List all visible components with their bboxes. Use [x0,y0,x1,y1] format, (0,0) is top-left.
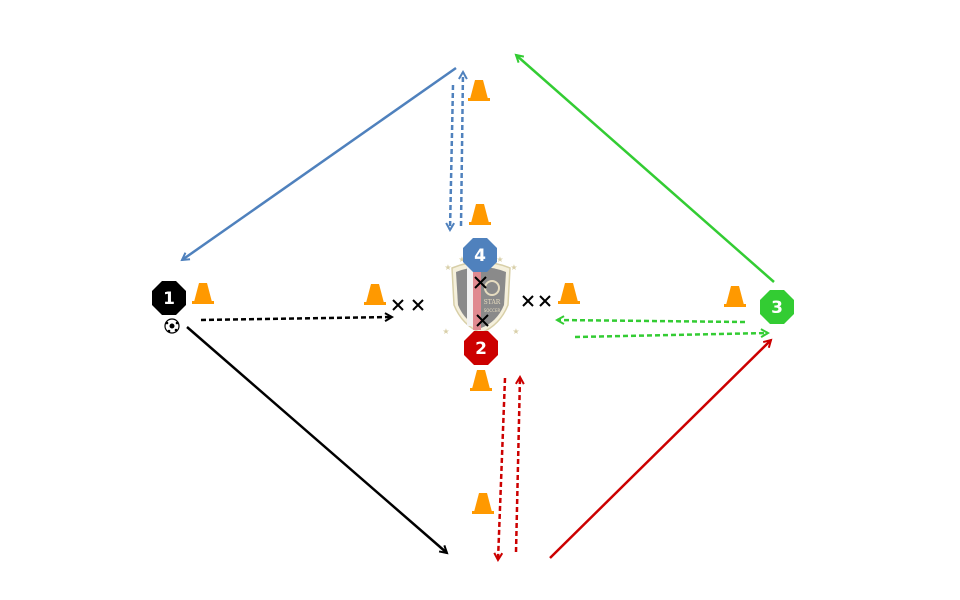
green-pass-arrow [516,55,775,283]
svg-text:★: ★ [510,263,517,272]
blue-run-up [461,72,463,227]
svg-text:★: ★ [458,255,465,264]
red-run-up [514,377,520,553]
cone-icon [724,286,746,307]
player-1: 1 [152,281,186,315]
svg-text:1: 1 [163,289,175,309]
blue-pass-arrow [182,66,457,260]
red-pass-arrow [549,340,771,559]
cone-icon [192,283,214,304]
svg-text:3: 3 [771,298,783,318]
cone-icon [558,283,580,304]
cone-icon [472,493,494,514]
black-dribble [200,317,392,320]
svg-text:STAR: STAR [484,299,501,306]
svg-text:★: ★ [496,255,503,264]
player-2: 2 [464,331,498,365]
cone-icon [468,80,490,101]
red-run-down [498,377,507,560]
svg-text:2: 2 [475,339,487,359]
soccer-ball-icon [164,318,180,334]
black-pass-arrow [186,326,447,553]
cone-icon [469,204,491,225]
svg-text:★: ★ [444,263,451,272]
blue-run-down [450,84,453,230]
svg-text:★: ★ [442,327,449,336]
cone-icon [364,284,386,305]
player-3: 3 [760,290,794,324]
green-run-left [557,320,746,322]
cone-icon [470,370,492,391]
svg-text:SOCCER: SOCCER [484,308,501,313]
svg-text:★: ★ [512,327,519,336]
x-markers [392,276,551,327]
green-run-right [574,333,768,339]
player-4: 4 [463,238,497,272]
svg-text:4: 4 [474,246,486,266]
